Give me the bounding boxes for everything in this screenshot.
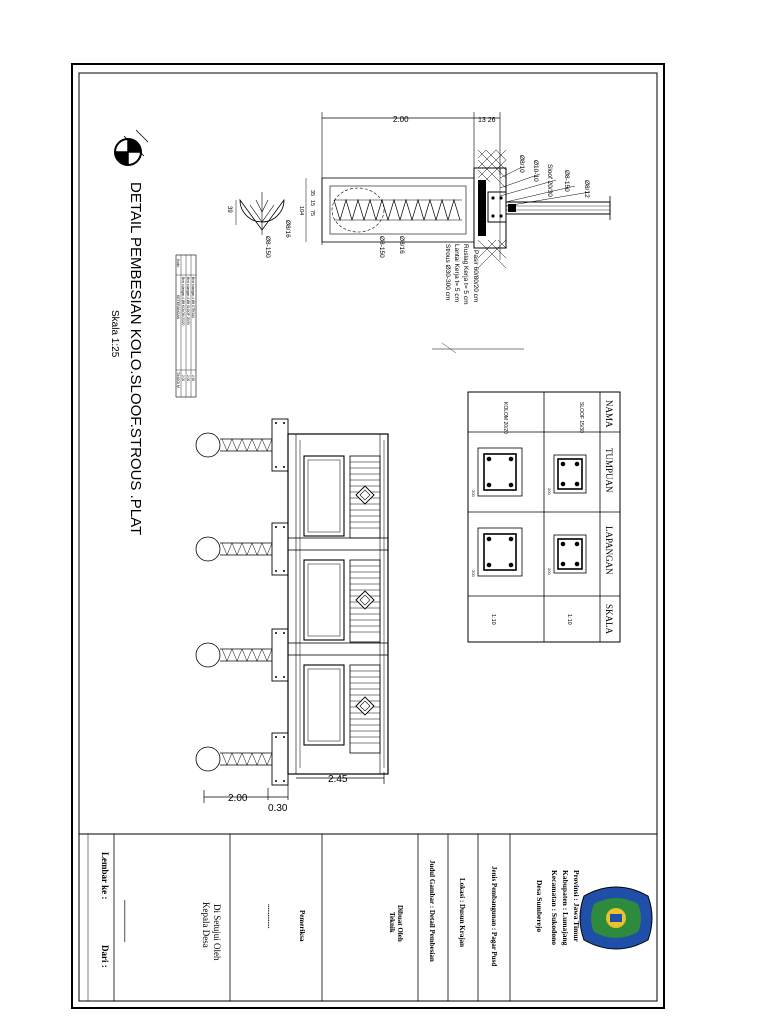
schedule-table: NAMA TUMPUAN LAPANGAN SKALA SLOOF 15/30 …: [467, 391, 621, 643]
post-footings: [271, 418, 289, 786]
tb-made-by-name: Teknik: [388, 912, 396, 933]
note-3: Lantai Kerja t= 5 cm: [453, 244, 460, 302]
tb-village-head: Kepala Desa: [201, 902, 211, 948]
dim-15: 15: [309, 200, 315, 206]
callout-3: Sloof 20/30: [546, 164, 553, 197]
callout-5: Ø8/10: [518, 155, 525, 173]
drawing-scale: Skala 1:25: [109, 310, 120, 358]
schedule-row-1-scale: 1:10: [566, 614, 572, 625]
fence-panels: [303, 455, 381, 754]
panel-2: [303, 559, 381, 643]
tb-job: Jenis Pembangunan : Pagar Pusd: [490, 866, 498, 966]
dim-post-span: 2.00: [228, 793, 248, 804]
schedule-header-support: TUMPUAN: [604, 448, 614, 493]
note-1: Pasir 60/80/20 cm: [472, 250, 479, 302]
dim-39: 39: [226, 206, 232, 213]
tb-location: Lokasi : Dusun Krajan: [458, 878, 466, 947]
title-block: Provinsi : Jawa Timur Kabupaten : Lumaja…: [78, 833, 658, 1002]
legend-row-3-desc: Besi tulangan 4 Ø8 STROUS: [191, 277, 195, 318]
dim-top-width: 2.00: [393, 115, 409, 124]
note-2: Ruslag Kerja t= 5 cm: [462, 244, 469, 305]
legend-header-height: TINGGI M: [176, 372, 180, 388]
foundation-piles: [195, 432, 273, 772]
note-4: Strous Ø30-300 cm: [444, 244, 451, 300]
label-bar-a: Ø8/16: [284, 220, 291, 238]
inner-border: [78, 72, 658, 1002]
schedule-header-name: NAMA: [604, 400, 614, 428]
sec-label-1: 200: [547, 488, 552, 495]
footing-detail: 39 Ø8-150 Ø8/16: [226, 192, 291, 258]
panel-1: [303, 455, 381, 539]
legend-row-1-height: 2.00: [181, 375, 185, 381]
fence-elevation: 2.00 0.30 2.45: [195, 418, 389, 814]
sec-label-2: 200: [547, 568, 552, 575]
dim-75: 75: [309, 210, 315, 216]
schedule-row-2-name: KOLOM 20/20: [502, 402, 508, 434]
tb-village: Desa Sumberejo: [535, 880, 544, 932]
tb-district: Kecamatan : Sukodono: [550, 870, 559, 945]
schedule-header-field: LAPANGAN: [604, 526, 614, 575]
legend-row-2-desc: Besi tulangan 4 Ø8 SLOOF 20/30: [186, 277, 190, 325]
tb-approver-name: ..............: [266, 904, 274, 929]
regency-logo-icon: [579, 886, 653, 950]
dim-35: 35: [309, 190, 315, 196]
label-stirrup-b: Ø8-150: [264, 236, 271, 258]
legend-row-2-height: 2.00: [186, 375, 190, 381]
panel-3: [303, 664, 381, 754]
legend-row-1-desc: Besi tulangan 4 Ø8 KOLOM 20/20: [181, 277, 185, 326]
tb-approver-line: .....................: [122, 900, 131, 942]
tb-made-by: Dibuat Oleh: [396, 905, 404, 942]
section-detail: 2.00 13 26 35 15 75 104 Ø8-150 Ø8/16: [298, 112, 611, 354]
schedule-row-1-name: SLOOF 15/30: [578, 402, 584, 433]
dim-post-width: 0.30: [268, 803, 288, 814]
callout-2: Ø8-150: [563, 170, 570, 192]
label-bar-b: Ø8/16: [398, 236, 405, 254]
sec-label-3: 200: [471, 490, 476, 497]
legend-header-desc: KETERANGAN: [176, 295, 180, 320]
tb-sheet-no: Lembar ke :: [100, 852, 110, 899]
tb-province: Provinsi : Jawa Timur: [572, 870, 581, 943]
legend-header-code: Kode: [176, 259, 180, 267]
dim-104: 104: [298, 206, 304, 215]
tb-sheet-of: Dari :: [100, 945, 110, 968]
callout-1: Ø8/12: [583, 180, 590, 198]
tb-drawing-title: Judul Gambar : Detail Pembesian: [428, 860, 436, 962]
dim-top-right: 13 26: [478, 117, 496, 124]
callout-4: Ø10-10: [532, 160, 539, 182]
dim-panel: 2.45: [328, 774, 348, 785]
label-stirrup-a: Ø8-150: [378, 236, 385, 258]
legend-table: Kode KETERANGAN TINGGI M Besi tulangan 4…: [175, 254, 197, 398]
legend-row-3-height: 2.30: [191, 375, 195, 381]
tb-approved-by: Di Setujui Oleh: [212, 904, 222, 961]
schedule-row-2-scale: 1:10: [490, 614, 496, 625]
tb-regency: Kabupaten : Lumajang: [561, 870, 570, 946]
drawing-title: DETAIL PEMBESIAN KOLO.SLOOF.STROUS .PLAT: [127, 182, 144, 535]
outer-border: [71, 63, 665, 1009]
sec-label-4: 200: [471, 570, 476, 577]
schedule-header-scale: SKALA: [604, 604, 614, 635]
tb-approver-role: Pemeriksa: [298, 910, 306, 942]
drawing-title-group: DETAIL PEMBESIAN KOLO.SLOOF.STROUS .PLAT…: [109, 129, 149, 535]
